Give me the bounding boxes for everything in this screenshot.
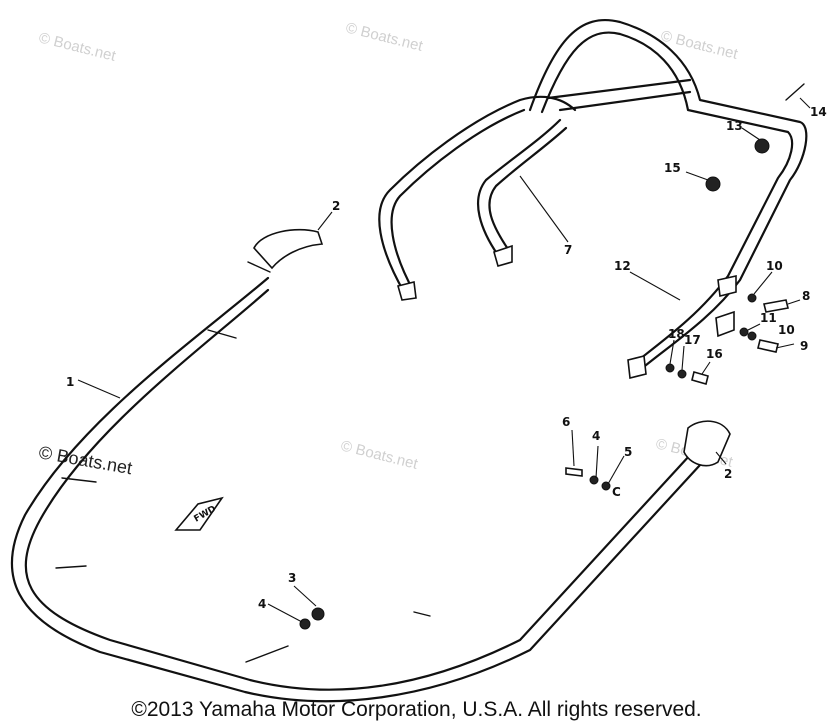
- cap-part-15: [705, 176, 721, 192]
- hardware: [299, 83, 805, 630]
- watermark-group: © Boats.net © Boats.net © Boats.net © Bo…: [37, 19, 740, 478]
- callout-10-lower: 10: [778, 323, 795, 337]
- callout-13: 13: [726, 119, 743, 133]
- callout-16: 16: [706, 347, 723, 361]
- callout-numbers: 1 2 2 3 4 4 5 6 C 7 8 9 10 10 11 12 13 1…: [66, 105, 827, 611]
- callout-11: 11: [760, 311, 777, 325]
- callout-10-upper: 10: [766, 259, 783, 273]
- fwd-decal: FWD: [174, 496, 224, 531]
- callout-7: 7: [564, 243, 572, 257]
- copyright-notice: ©2013 Yamaha Motor Corporation, U.S.A. A…: [131, 698, 702, 721]
- callout-3: 3: [288, 571, 296, 585]
- leader-lines: [77, 97, 811, 623]
- bolt-part-6: [565, 467, 583, 477]
- callout-4-lower: 4: [258, 597, 266, 611]
- washer-part-11: [739, 327, 749, 337]
- washer-part-10-upper: [747, 293, 757, 303]
- watermark-2: © Boats.net: [344, 19, 425, 55]
- callout-5: 5: [624, 445, 632, 459]
- handle-frame-part-12: [528, 18, 808, 379]
- bolt-part-9: [757, 339, 779, 353]
- washer-part-4-upper: [589, 475, 599, 485]
- callout-18: 18: [668, 327, 685, 341]
- callout-c: C: [612, 485, 621, 499]
- callout-1: 1: [66, 375, 74, 389]
- callout-17: 17: [684, 333, 701, 347]
- washer-part-4-lower: [299, 618, 311, 630]
- callout-12: 12: [614, 259, 631, 273]
- callout-2-lower: 2: [724, 467, 732, 481]
- washer-part-10-lower: [747, 331, 757, 341]
- grab-frame-part-7: [378, 95, 577, 301]
- bushing-part-13: [754, 138, 770, 154]
- bolt-part-16: [691, 371, 709, 385]
- callout-8: 8: [802, 289, 810, 303]
- bolt-part-8: [763, 299, 789, 313]
- watermark-3: © Boats.net: [659, 27, 740, 63]
- nut-part-3: [311, 607, 325, 621]
- end-cap-part-2-upper: [247, 228, 324, 273]
- callout-15: 15: [664, 161, 681, 175]
- callout-14: 14: [810, 105, 827, 119]
- callout-9: 9: [800, 339, 808, 353]
- bumper-tube-part-1: [10, 276, 702, 703]
- callout-2-upper: 2: [332, 199, 340, 213]
- callout-4-upper: 4: [592, 429, 600, 443]
- bolt-part-14: [785, 83, 805, 101]
- washer-part-18: [665, 363, 675, 373]
- washer-part-17: [677, 369, 687, 379]
- watermark-1: © Boats.net: [37, 29, 118, 65]
- callout-6: 6: [562, 415, 570, 429]
- watermark-4: © Boats.net: [339, 437, 420, 473]
- watermark-prominent: © Boats.net: [37, 442, 133, 478]
